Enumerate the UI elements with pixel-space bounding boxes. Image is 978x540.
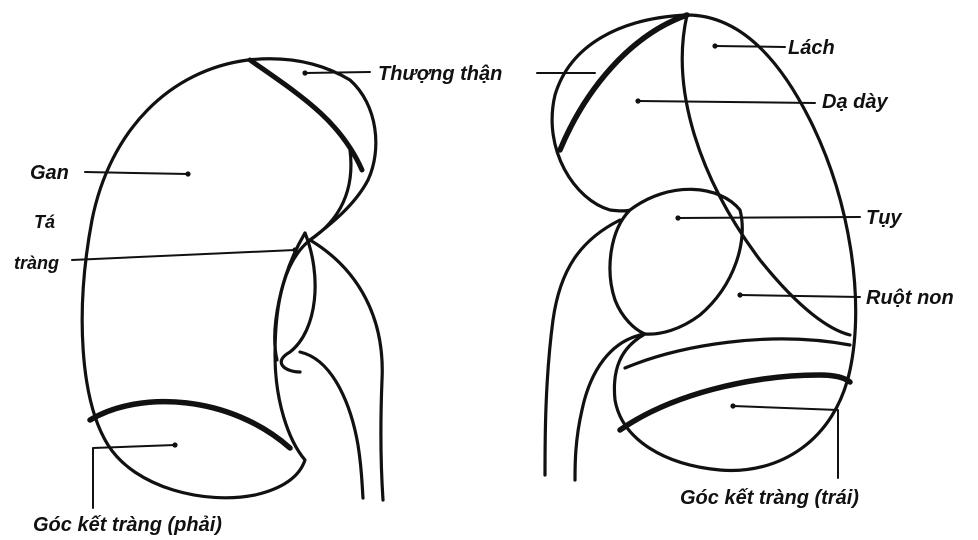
label-ta: Tá — [34, 213, 55, 231]
leader-tuy — [678, 217, 860, 218]
leader-goc-ket-trang-trai — [733, 406, 838, 478]
right-ureter-inner — [300, 352, 363, 498]
point-lach — [712, 43, 717, 48]
point-da-day — [635, 98, 640, 103]
right-adrenal-lower-edge — [310, 150, 351, 240]
point-gan — [185, 171, 190, 176]
left-adrenal-band — [560, 15, 687, 150]
label-thuong-than: Thượng thận — [378, 64, 502, 84]
label-lach: Lách — [788, 38, 835, 58]
point-tuy — [675, 215, 680, 220]
label-tuy: Tụy — [866, 208, 902, 228]
left-colic-flexure-band — [620, 375, 850, 430]
left-pancreas-outline — [630, 189, 742, 334]
leader-lach — [715, 46, 785, 47]
right-colic-flexure-band — [90, 402, 290, 448]
leader-ruot-non — [740, 295, 860, 297]
right-ureter-outer — [310, 240, 383, 500]
left-small-intestine-border — [625, 339, 850, 368]
left-ureter-inner — [575, 334, 645, 480]
point-ruot-non — [737, 292, 742, 297]
label-ruot-non: Ruột non — [866, 288, 954, 308]
leader-gan — [85, 172, 188, 174]
point-thuong-than — [302, 70, 307, 75]
left-ureter-outer — [545, 220, 620, 475]
point-goc-phai — [172, 442, 177, 447]
leader-goc-ket-trang-phai — [93, 445, 175, 508]
left-stomach-spleen-border — [682, 15, 850, 335]
label-goc-ket-trang-phai: Góc kết tràng (phải) — [33, 515, 222, 535]
leader-da-day — [638, 101, 815, 103]
label-trang: tràng — [14, 254, 59, 272]
label-goc-ket-trang-trai: Góc kết tràng (trái) — [680, 488, 859, 508]
point-goc-trai — [730, 403, 735, 408]
leader-ta-trang — [72, 250, 295, 260]
label-da-day: Dạ dày — [822, 92, 888, 112]
label-gan: Gan — [30, 163, 69, 183]
point-ta-trang — [292, 247, 297, 252]
